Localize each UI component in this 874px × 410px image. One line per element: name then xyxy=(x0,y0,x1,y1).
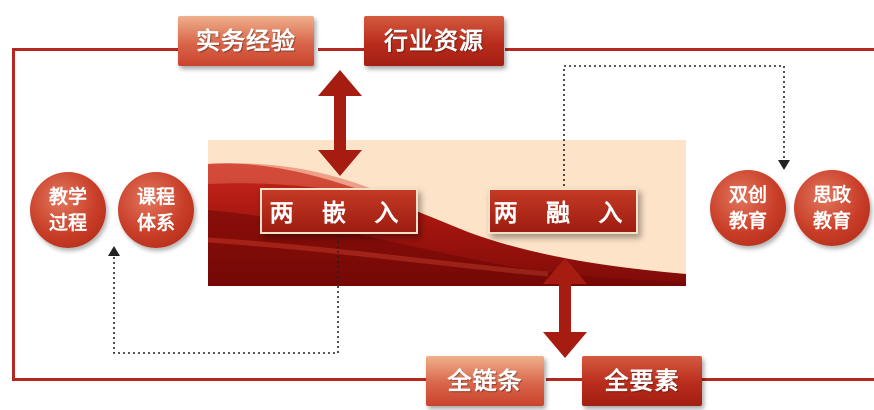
practical-experience-tag: 实务经验 xyxy=(178,16,314,66)
circle-label-line2: 体系 xyxy=(136,212,175,234)
two-integrate-button[interactable]: 两 融 入 xyxy=(488,188,638,234)
circle-label-line2: 教育 xyxy=(728,210,767,232)
dotted-connector-left xyxy=(113,236,339,354)
circle-label-line1: 课程 xyxy=(136,186,175,208)
industry-resources-tag: 行业资源 xyxy=(364,16,504,66)
curriculum-system-circle: 课程 体系 xyxy=(118,172,194,248)
top-double-arrow xyxy=(318,70,362,176)
frame-left-line xyxy=(12,48,15,381)
circle-label-line1: 教学 xyxy=(48,186,87,208)
ideological-education-circle: 思政 教育 xyxy=(794,170,870,246)
circle-label-line2: 过程 xyxy=(48,212,87,234)
frame-top-right-line xyxy=(505,48,874,51)
full-elements-tag: 全要素 xyxy=(582,356,702,406)
center-panel: 两 嵌 入 两 融 入 xyxy=(207,140,686,286)
teaching-process-circle: 教学 过程 xyxy=(30,172,106,248)
left-connector-arrowhead xyxy=(108,246,120,256)
innovation-education-circle: 双创 教育 xyxy=(710,170,786,246)
full-chain-tag: 全链条 xyxy=(426,356,544,406)
frame-bottom-right-line xyxy=(700,378,874,381)
circle-label-line1: 思政 xyxy=(812,184,851,206)
frame-bottom-left-line xyxy=(12,378,428,381)
frame-bottom-middle-line xyxy=(546,378,584,381)
frame-top-left-line xyxy=(12,48,182,51)
frame-top-middle-line xyxy=(318,48,368,51)
circle-label-line2: 教育 xyxy=(812,210,851,232)
circle-label-line1: 双创 xyxy=(728,184,767,206)
two-embed-button[interactable]: 两 嵌 入 xyxy=(260,188,418,234)
right-connector-arrowhead xyxy=(778,160,790,170)
dotted-connector-right xyxy=(563,65,785,186)
bottom-double-arrow xyxy=(543,258,587,358)
